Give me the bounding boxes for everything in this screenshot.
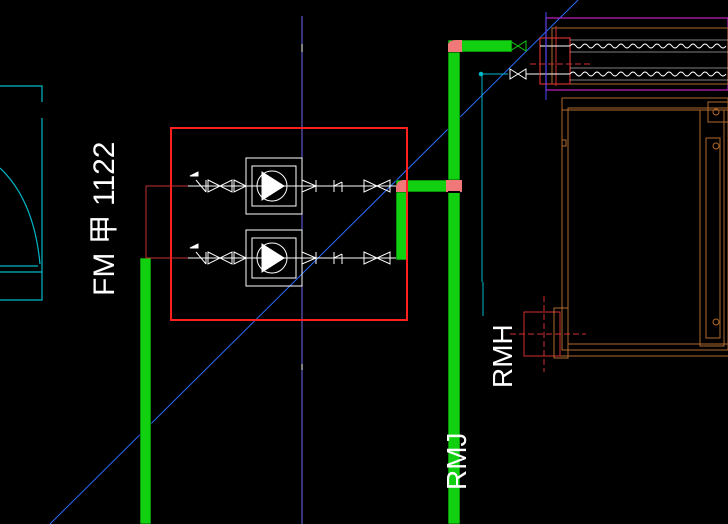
valve-icon <box>363 251 391 265</box>
equipment-frame[interactable] <box>560 97 728 357</box>
elbow-joint-top <box>448 40 462 52</box>
valve-icon <box>363 179 391 193</box>
valve-icon <box>207 179 233 193</box>
diagonal-reference-line <box>49 0 579 524</box>
pump-inlet-wire <box>145 185 188 259</box>
check-valve-icon <box>195 179 207 193</box>
left-riser-pipe <box>139 257 152 524</box>
elbow-joint-pump <box>396 180 408 192</box>
hx-coil-lower <box>569 71 727 77</box>
valve-icon <box>509 40 527 52</box>
check-valve-icon <box>195 251 207 265</box>
pipe-label-rmh: RMH <box>487 324 518 388</box>
flow-arrow-icon <box>189 171 199 177</box>
pump-icon <box>256 170 288 202</box>
room-tag-label: FM 甲 1122 <box>88 142 121 297</box>
pump-icon <box>256 242 288 274</box>
pump-drop-pipe <box>395 191 408 261</box>
check-valve-icon <box>333 252 343 264</box>
flange-detail <box>510 296 586 372</box>
pipe-label-rmj: RMJ <box>441 432 472 490</box>
hx-inlet-valves[interactable] <box>509 40 540 80</box>
check-valve-icon <box>333 180 343 192</box>
tee-joint <box>446 180 462 192</box>
pump-row-2[interactable] <box>188 229 396 287</box>
pump-row-1[interactable] <box>188 157 396 215</box>
control-wire <box>478 71 508 282</box>
flow-arrow-icon <box>189 243 199 249</box>
valve-icon <box>207 251 233 265</box>
pump-group-box[interactable] <box>170 127 408 321</box>
valve-icon <box>509 68 527 80</box>
pipe-joints <box>396 40 462 192</box>
hx-coil-upper <box>569 43 727 49</box>
heat-exchanger[interactable] <box>530 12 728 100</box>
room-outline <box>0 85 43 301</box>
